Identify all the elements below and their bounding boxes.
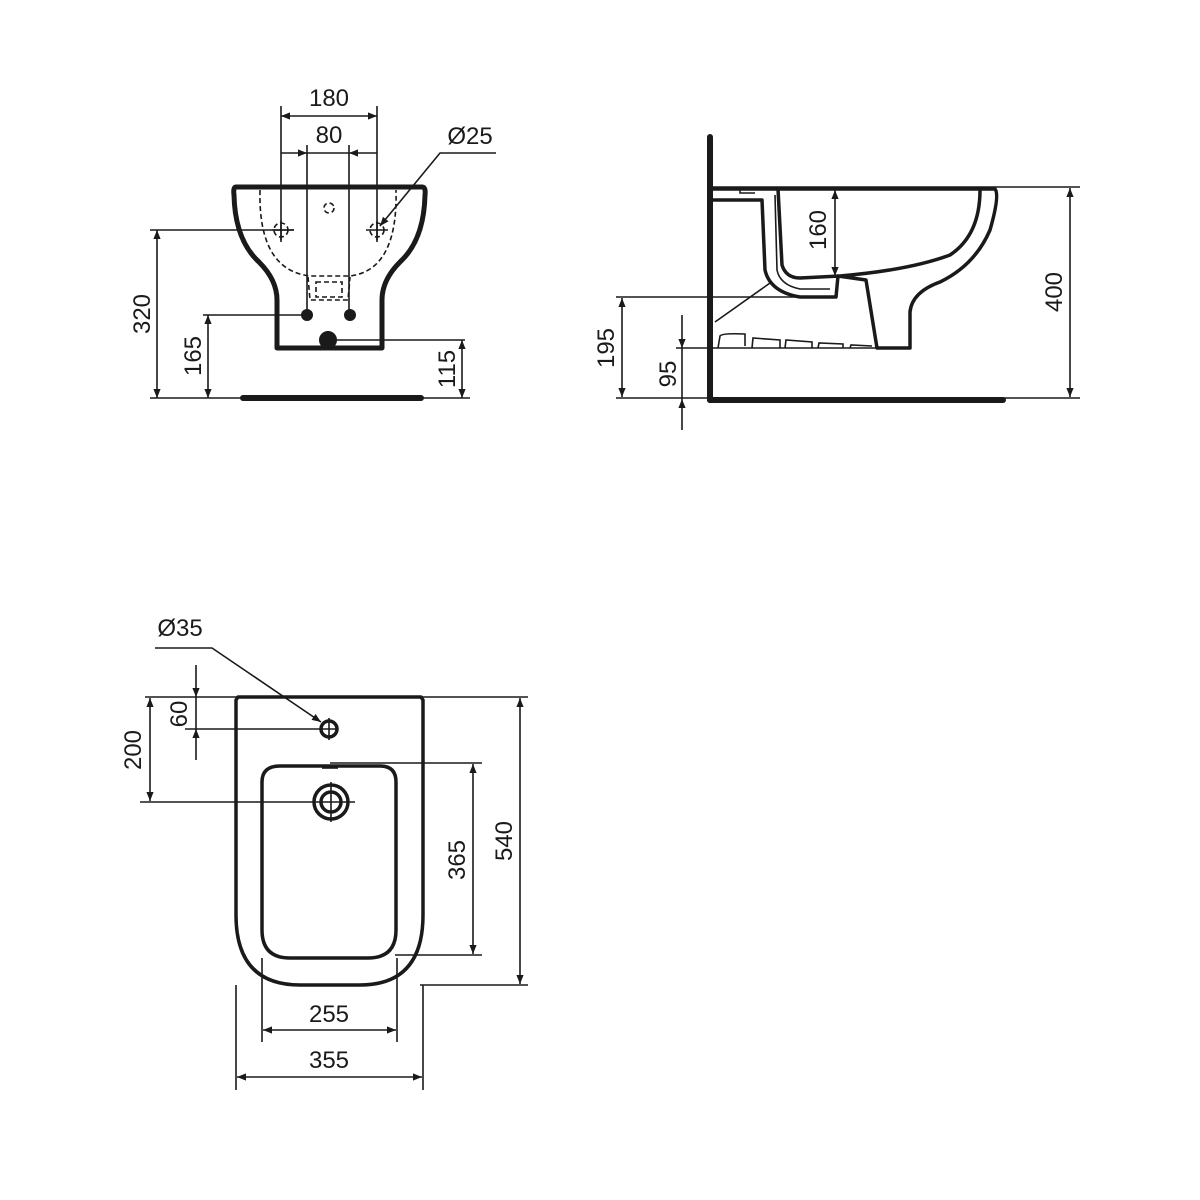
bidet-top-outline — [234, 695, 425, 987]
leader-diameter-35 — [155, 647, 322, 723]
supply-connection-right — [344, 309, 356, 321]
bidet-side-outline — [712, 187, 999, 350]
dim-label-195: 195 — [593, 328, 620, 368]
dim-label-60: 60 — [166, 701, 193, 728]
dim-label-180: 180 — [309, 85, 349, 112]
dim-label-165: 165 — [180, 336, 207, 376]
dim-label-80: 80 — [316, 122, 343, 149]
overflow-hole-hidden — [323, 202, 335, 214]
dim-label-365: 365 — [444, 840, 471, 880]
waste-outlet — [319, 331, 337, 349]
dim-label-diameter-25: Ø25 — [447, 123, 492, 150]
bowl-top-outline — [260, 764, 398, 960]
dim-label-115: 115 — [434, 350, 461, 388]
dim-label-355: 355 — [309, 1047, 349, 1074]
dim-label-160: 160 — [805, 210, 832, 250]
leader-diameter-25 — [379, 152, 496, 227]
dim-label-320: 320 — [129, 294, 156, 334]
dim-label-diameter-35: Ø35 — [157, 615, 202, 642]
dim-label-255: 255 — [309, 1001, 349, 1028]
top-view: Ø35 60 200 365 540 255 355 — [120, 615, 528, 1090]
dim-label-540: 540 — [491, 821, 518, 861]
dim-label-95: 95 — [655, 361, 682, 388]
floor-pattern — [717, 332, 873, 349]
fixing-bracket-line — [714, 282, 771, 323]
front-view: 180 80 Ø25 320 165 115 — [129, 85, 496, 401]
side-view: 400 160 195 95 — [593, 134, 1080, 430]
tap-hole-left — [272, 221, 294, 242]
bowl-inner-line — [776, 188, 982, 280]
bidet-front-outline — [231, 184, 428, 351]
drain-hidden-box — [307, 276, 351, 301]
dim-label-200: 200 — [120, 730, 147, 770]
dim-label-400: 400 — [1041, 272, 1068, 312]
bowl-hidden-line — [259, 189, 397, 277]
